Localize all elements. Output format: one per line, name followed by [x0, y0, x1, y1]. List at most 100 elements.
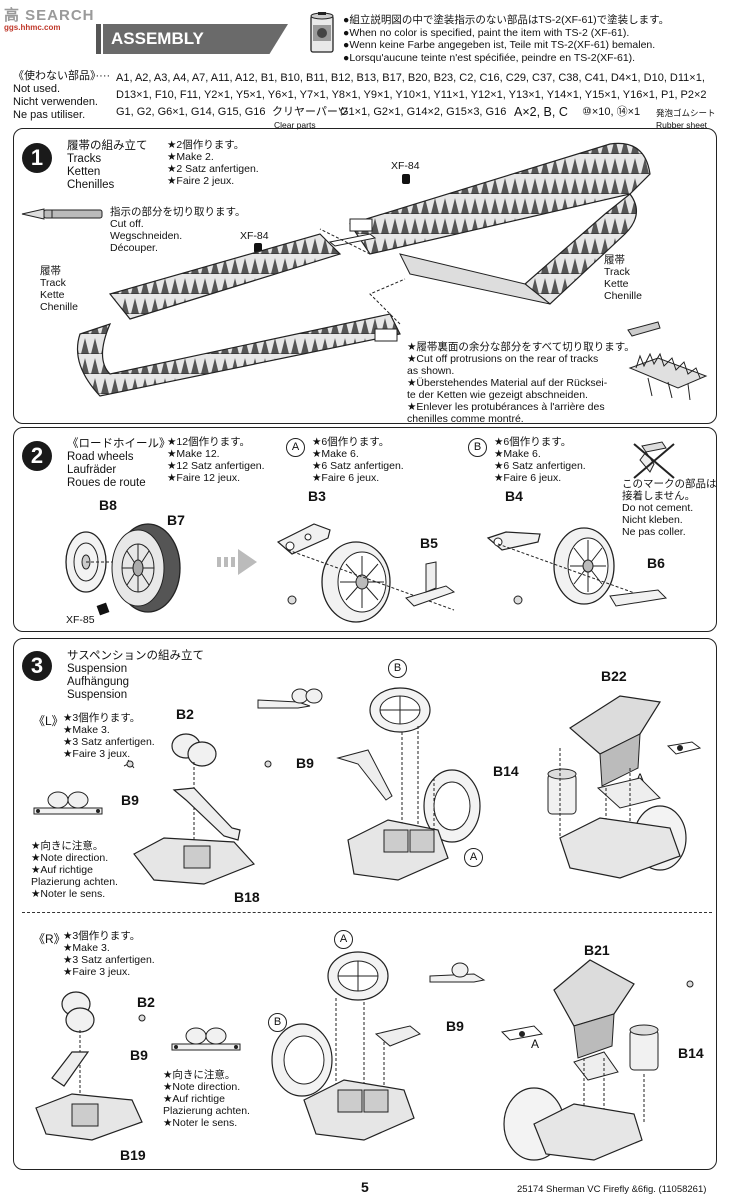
road-wheel-exploded — [65, 523, 181, 616]
step1-make-jp: ★2個作ります。 — [167, 139, 245, 151]
part-b2-label: B2 — [176, 706, 194, 722]
rubber-sheet-jp: 発泡ゴムシート — [656, 108, 716, 118]
right-side-tag: 《R》 — [33, 932, 66, 946]
step2-make-jp: ★12個作ります。 — [167, 436, 251, 448]
step1-cut-jp: 指示の部分を切り取ります。 — [110, 206, 246, 218]
paint-callout-xf84-left: XF-84 — [240, 230, 269, 242]
watermark-url: ggs.hhmc.com — [4, 23, 61, 32]
step2-make-a: ★6個作ります。 ★Make 6. ★6 Satz anfertigen. ★F… — [312, 436, 404, 484]
protrusion-en-1: ★Cut off protrusions on the rear of trac… — [407, 353, 599, 365]
part-b9b-label: B9 — [296, 755, 314, 771]
part-b18-label: B18 — [234, 889, 260, 905]
step3-left-direction: ★向きに注意。 ★Note direction. ★Auf richtige P… — [31, 840, 118, 900]
track-label-right: 履帯 Track Kette Chenille — [604, 254, 642, 302]
step2-make-de: ★12 Satz anfertigen. — [167, 460, 265, 472]
step2-make-a-de: ★6 Satz anfertigen. — [312, 460, 404, 472]
part-b9-label: B9 — [121, 792, 139, 808]
step2-title-fr: Roues de route — [67, 477, 146, 489]
subassembly-b-ref-r: B — [268, 1013, 287, 1032]
paint-dot-icon — [402, 174, 410, 184]
step1-title-en: Tracks — [67, 153, 102, 165]
right-direction-de-2: Plazierung achten. — [163, 1105, 250, 1117]
step2-make-en: ★Make 12. — [167, 448, 220, 460]
track-label-fr: Chenille — [604, 290, 642, 302]
hobby-knife-icon — [21, 208, 103, 220]
protrusion-fr-2: chenilles comme montré. — [407, 413, 524, 425]
left-make-jp: ★3個作ります。 — [63, 712, 141, 724]
watermark-logo: 高 SEARCH ggs.hhmc.com — [4, 4, 95, 32]
step1-title-jp: 履帯の組み立て — [67, 140, 148, 152]
step3-title-de: Aufhängung — [67, 676, 130, 688]
watermark-text: 高 SEARCH — [4, 7, 95, 24]
right-make-de: ★3 Satz anfertigen. — [63, 954, 155, 966]
step3-title: サスペンションの組み立て Suspension Aufhängung Suspe… — [67, 650, 204, 702]
color-note-jp: ●組立説明図の中で塗装指示のない部品はTS-2(XF-61)で塗装します。 — [343, 14, 670, 26]
left-direction-de-2: Plazierung achten. — [31, 876, 118, 888]
no-cement-fr: Ne pas coller. — [622, 526, 686, 538]
clear-parts-jp: クリヤーパーツ — [272, 106, 349, 118]
step2-make-a-jp: ★6個作ります。 — [312, 436, 390, 448]
suspension-right-stage3 — [500, 959, 694, 1161]
no-cement-note: このマークの部品は 接着しません。 Do not cement. Nicht k… — [622, 478, 717, 538]
road-wheel-assembly-b — [486, 527, 668, 607]
part-a-label-r: A — [531, 1037, 540, 1051]
track-label-de: Kette — [40, 289, 65, 301]
left-direction-en: ★Note direction. — [31, 852, 109, 864]
paint-dot-icon — [254, 243, 262, 253]
part-b6-label: B6 — [647, 555, 665, 571]
left-make-de: ★3 Satz anfertigen. — [63, 736, 155, 748]
left-make-en: ★Make 3. — [63, 724, 110, 736]
step1-protrusion-note: ★履帯裏面の余分な部分をすべて切り取ります。 ★Cut off protrusi… — [407, 341, 635, 425]
assembly-banner: ASSEMBLY — [103, 24, 288, 54]
part-b19-label: B19 — [120, 1147, 146, 1163]
part-b7-label: B7 — [167, 512, 185, 528]
part-b9-label-r: B9 — [130, 1047, 148, 1063]
part-b4-label: B4 — [505, 488, 523, 504]
step1-make-fr: ★Faire 2 jeux. — [167, 175, 235, 187]
step2-title-en: Road wheels — [67, 451, 134, 463]
unused-label-de: Nicht verwenden. — [13, 96, 98, 108]
paint-callout-xf84-top: XF-84 — [391, 160, 420, 172]
direction-reference-left — [33, 791, 103, 815]
track-label-jp: 履帯 — [604, 254, 625, 266]
unused-label-jp: 《使わない部品》···· — [13, 70, 111, 82]
color-note-fr: ●Lorsqu'aucune teinte n'est spécifiée, p… — [343, 51, 636, 64]
unused-parts-list: A1, A2, A3, A4, A7, A11, A12, B1, B10, B… — [116, 70, 726, 130]
part-b9b-label-r: B9 — [446, 1018, 464, 1034]
step3-right-make: ★3個作ります。 ★Make 3. ★3 Satz anfertigen. ★F… — [63, 930, 155, 978]
road-wheel-assembly-a — [276, 523, 456, 623]
step2-make-a-en: ★Make 6. — [312, 448, 359, 460]
right-direction-fr: ★Noter le sens. — [163, 1117, 238, 1129]
color-note-de: ●Wenn keine Farbe angegeben ist, Teile m… — [343, 39, 656, 51]
step1-cut-fr: Découper. — [110, 242, 158, 254]
step2-make-b: ★6個作ります。 ★Make 6. ★6 Satz anfertigen. ★F… — [494, 436, 586, 484]
suspension-right-stage2 — [271, 951, 486, 1141]
step2-make-b-en: ★Make 6. — [494, 448, 541, 460]
unused-row-2: D13×1, F10, F11, Y2×1, Y5×1, Y6×1, Y7×1,… — [116, 89, 707, 101]
step2-make-fr: ★Faire 12 jeux. — [167, 472, 241, 484]
step2-make-b-fr: ★Faire 6 jeux. — [494, 472, 562, 484]
part-b2-label-r: B2 — [137, 994, 155, 1010]
step2-panel — [13, 427, 717, 632]
direction-reference-right — [171, 1027, 241, 1051]
page-number: 5 — [361, 1179, 369, 1195]
part-b14-label-r: B14 — [678, 1045, 704, 1061]
unused-extra: A×2, B, C — [514, 105, 568, 119]
track-label-en: Track — [604, 266, 630, 278]
subassembly-a-tag: A — [286, 438, 305, 457]
subassembly-b-ref: B — [388, 659, 407, 678]
part-b8-label: B8 — [99, 497, 117, 513]
step1-make-de: ★2 Satz anfertigen. — [167, 163, 259, 175]
unused-label-en: Not used. — [13, 83, 61, 95]
protrusion-de-2: te der Ketten wie gezeigt abschneiden. — [407, 389, 588, 401]
suspension-right-stage1 — [35, 991, 146, 1141]
track-closeup-illustration — [627, 321, 708, 401]
color-instruction: ●組立説明図の中で塗装指示のない部品はTS-2(XF-61)で塗装します。 ●W… — [343, 14, 669, 64]
suspension-left-stage2 — [257, 687, 481, 881]
step2-make: ★12個作ります。 ★Make 12. ★12 Satz anfertigen.… — [167, 436, 265, 484]
color-note-en: ●When no color is specified, paint the i… — [343, 26, 630, 39]
suspension-left-stage1 — [123, 733, 256, 885]
unused-row-3-text: G1, G2, G6×1, G14, G15, G16 — [116, 106, 266, 118]
step1-cut: 指示の部分を切り取ります。 Cut off. Wegschneiden. Déc… — [110, 206, 245, 254]
right-make-jp: ★3個作ります。 — [63, 930, 141, 942]
